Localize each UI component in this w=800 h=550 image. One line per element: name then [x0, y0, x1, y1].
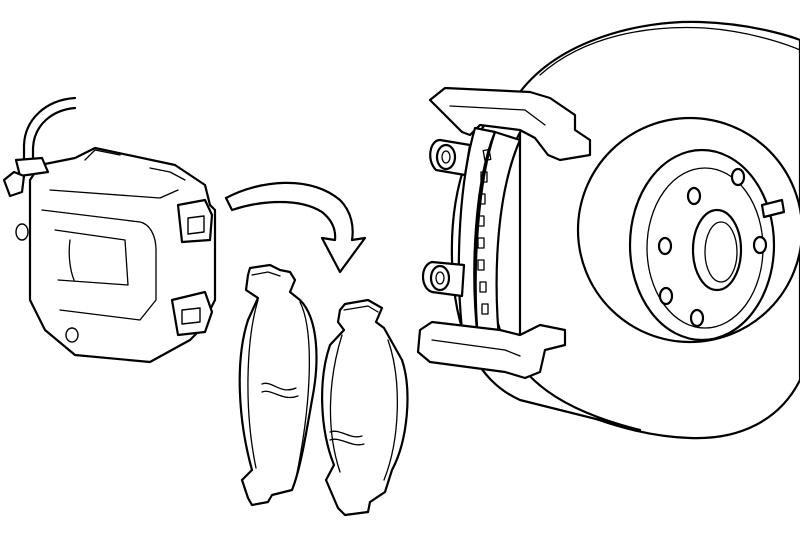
rotor — [450, 20, 800, 440]
rotor-vents — [477, 148, 492, 315]
caliper-bracket — [416, 86, 592, 380]
brake-caliper — [2, 96, 217, 364]
bleeder-valve — [14, 156, 50, 178]
inner-brake-pad — [238, 263, 318, 507]
outer-brake-pad — [321, 298, 409, 517]
wheel-stud — [760, 198, 786, 219]
direction-arrow — [224, 181, 367, 274]
lug-holes — [657, 167, 768, 328]
brake-line — [22, 96, 77, 162]
